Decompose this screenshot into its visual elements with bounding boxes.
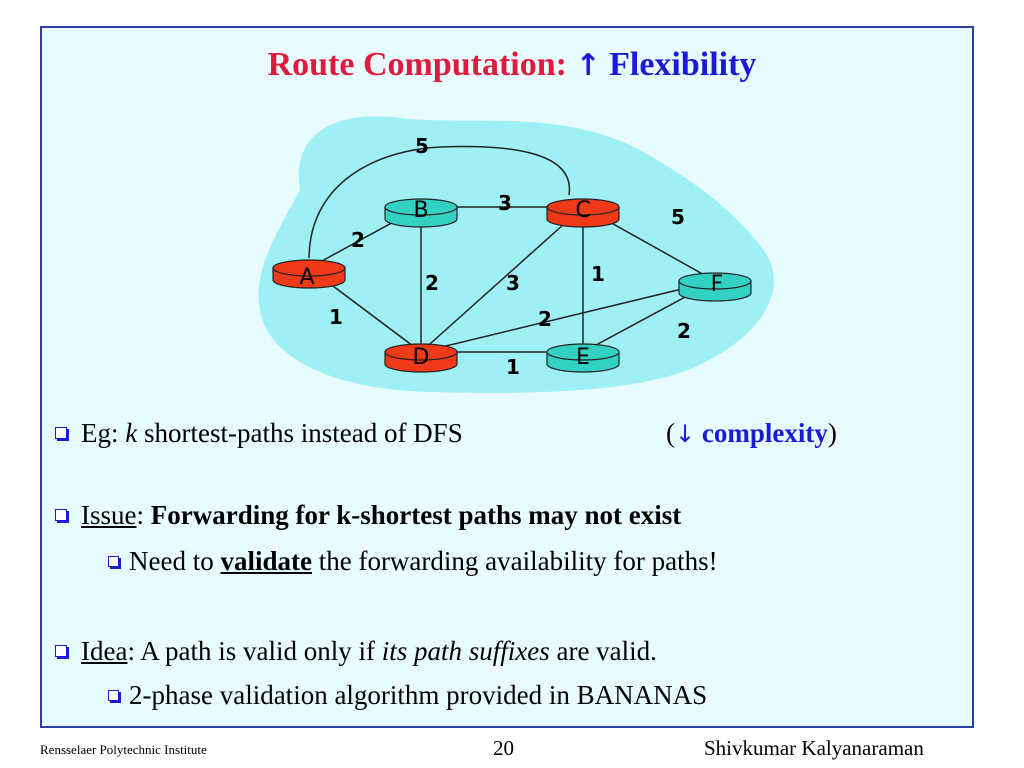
router-node-C: C: [546, 198, 620, 228]
edge-weight-C-F: 5: [671, 205, 685, 229]
complexity-word: complexity: [701, 418, 828, 448]
bullet-idea: Idea: A path is valid only if its path s…: [55, 636, 657, 667]
idea-pre: : A path is valid only if: [127, 636, 382, 666]
edge-weight-A-D: 1: [329, 305, 343, 329]
paren-close: ): [827, 418, 837, 448]
router-node-F: F: [678, 272, 752, 302]
edge-weight-B-D: 2: [425, 271, 439, 295]
validate-word: validate: [220, 546, 312, 576]
graph-edges: [308, 145, 716, 353]
bullet-bananas: 2-phase validation algorithm provided in…: [108, 680, 707, 711]
edge-weight-E-F: 2: [677, 319, 691, 343]
bullet-square-icon: [55, 427, 67, 439]
issue-colon: :: [136, 500, 151, 530]
edge-weight-A-C: 5: [415, 134, 429, 158]
router-node-E: E: [546, 343, 620, 373]
bullet-validate: Need to validate the forwarding availabi…: [108, 546, 718, 577]
edge-D-F: [420, 280, 716, 353]
sub-bullet-square-icon: [108, 556, 119, 567]
bullet-kshortest: Eg: k shortest-paths instead of DFS: [55, 418, 463, 449]
complexity-note: (↓ complexity): [666, 418, 837, 449]
router-node-B: B: [384, 198, 458, 228]
title-part2: Flexibility: [609, 46, 757, 83]
bullet-square-icon: [55, 509, 67, 521]
b1-post: shortest-paths instead of DFS: [137, 418, 463, 448]
node-label-D: D: [413, 345, 430, 370]
bullet-square-icon: [55, 645, 67, 657]
idea-label: Idea: [81, 636, 128, 666]
node-label-F: F: [711, 272, 724, 297]
footer-author: Shivkumar Kalyanaraman: [704, 736, 924, 760]
diagram-cloud: [258, 116, 774, 393]
page-number: 20: [493, 736, 514, 760]
idea-em: its path suffixes: [381, 636, 550, 666]
edge-weight-D-E: 1: [506, 355, 520, 379]
validate-pre: Need to: [129, 546, 221, 576]
edge-weight-A-B: 2: [351, 228, 365, 252]
up-arrow-icon: ↑: [575, 48, 601, 83]
edge-A-C: [308, 145, 571, 259]
validate-post: the forwarding availability for paths!: [311, 546, 718, 576]
issue-label: Issue: [81, 500, 137, 530]
bananas-text: 2-phase validation algorithm provided in…: [129, 680, 708, 710]
node-label-B: B: [413, 198, 428, 223]
b1-pre: Eg:: [81, 418, 126, 448]
node-label-E: E: [576, 345, 590, 370]
bullet-issue: Issue: Forwarding for k-shortest paths m…: [55, 500, 681, 531]
edge-C-D: [420, 206, 584, 353]
graph-nodes: A B C D E F: [272, 198, 752, 373]
b1-k: k: [125, 418, 138, 448]
node-label-A: A: [299, 265, 314, 290]
idea-post: are valid.: [549, 636, 657, 666]
router-node-D: D: [384, 343, 458, 373]
node-label-C: C: [575, 198, 590, 223]
edge-weight-C-E: 1: [591, 262, 605, 286]
down-arrow-icon: ↓: [675, 420, 696, 448]
paren-open: (: [666, 418, 675, 448]
slide-title: Route Computation: ↑ Flexibility: [0, 46, 1024, 84]
issue-text: Forwarding for k-shortest paths may not …: [150, 500, 682, 530]
footer-institute: Rensselaer Polytechnic Institute: [40, 742, 207, 757]
sub-bullet-square-icon: [108, 690, 119, 701]
title-part1: Route Computation:: [267, 46, 576, 83]
edge-weight-B-C: 3: [498, 191, 512, 215]
edge-weight-D-F: 2: [538, 307, 552, 331]
router-node-A: A: [272, 259, 346, 290]
edge-weight-C-D: 3: [506, 271, 520, 295]
